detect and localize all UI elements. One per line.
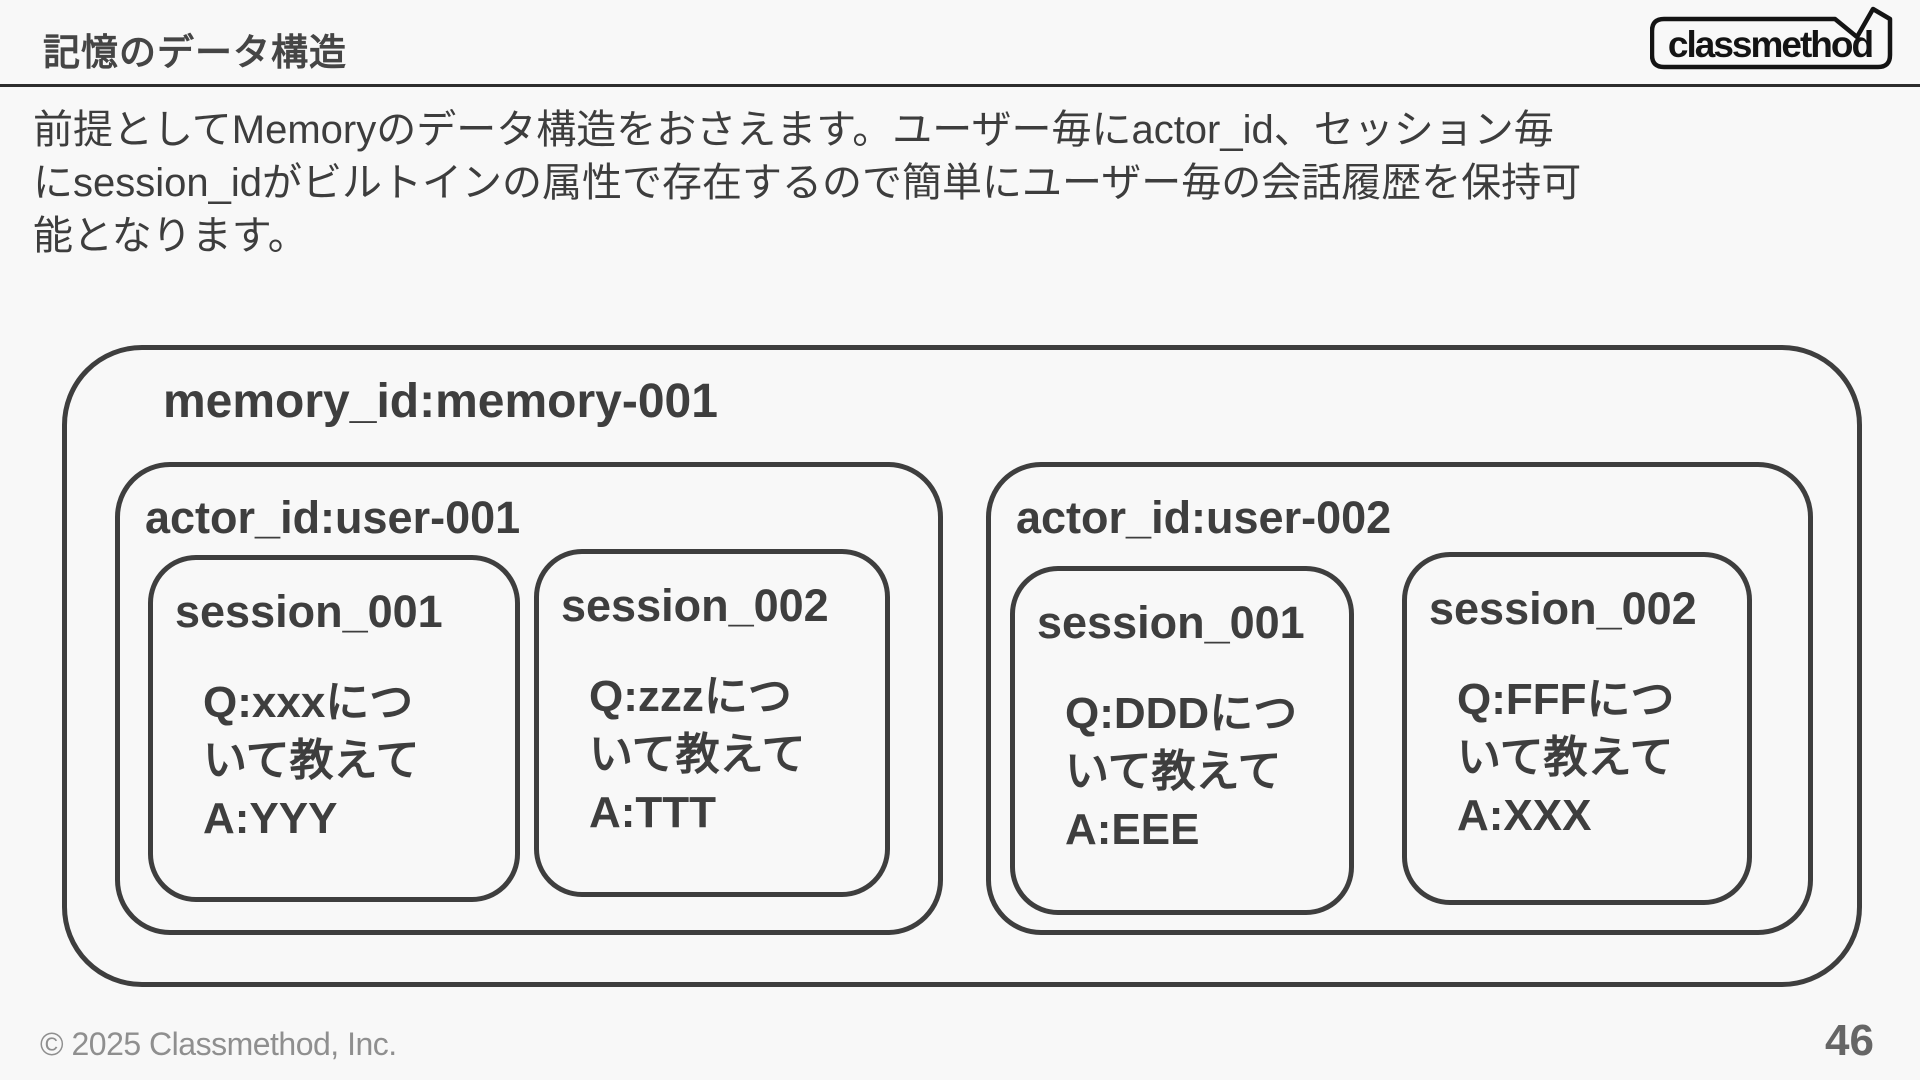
speech-bubble-outline-icon [1650,6,1893,70]
session-line: A:TTT [589,788,717,837]
actor1-session1-box: session_001 Q:xxxにつ いて教えて A:YYY [148,555,520,902]
session-line: Q:FFFにつ [1457,675,1675,724]
session-line: いて教えて [1457,733,1674,782]
intro-line: 前提としてMemoryのデータ構造をおさえます。ユーザー毎にactor_id、セ… [33,108,1554,152]
actor2-box [986,462,1813,935]
session-line: A:EEE [1065,805,1200,854]
classmethod-logo: classmethod [1650,4,1894,70]
session-title: session_001 [1037,597,1305,648]
slide-title: 記憶のデータ構造 [43,32,347,73]
session-line: いて教えて [589,730,806,779]
actor2-label: actor_id:user-002 [1016,492,1392,543]
session-title: session_002 [561,580,829,631]
intro-paragraph: 前提としてMemoryのデータ構造をおさえます。ユーザー毎にactor_id、セ… [33,104,1903,263]
session-line: いて教えて [203,736,420,785]
session-line: Q:DDDにつ [1065,689,1298,738]
session-line: A:XXX [1457,791,1592,840]
session-line: A:YYY [203,794,338,843]
copyright-text: © 2025 Classmethod, Inc. [40,1026,397,1062]
logo-text: classmethod [1667,24,1874,65]
session-title: session_002 [1429,583,1697,634]
session-line: いて教えて [1065,747,1282,796]
session-body: Q:FFFにつ いて教えて A:XXX [1429,671,1729,845]
session-line: Q:zzzにつ [589,672,792,721]
memory-box [62,345,1862,987]
session-body: Q:xxxにつ いて教えて A:YYY [175,674,497,848]
session-body: Q:zzzにつ いて教えて A:TTT [561,668,867,842]
actor1-label: actor_id:user-001 [145,492,521,543]
actor1-box [115,462,943,935]
header-rule [0,84,1920,87]
actor1-session2-box: session_002 Q:zzzにつ いて教えて A:TTT [534,549,890,897]
memory-label: memory_id:memory-001 [163,375,718,428]
actor2-session1-box: session_001 Q:DDDにつ いて教えて A:EEE [1010,566,1354,915]
page-number: 46 [1825,1016,1874,1065]
session-body: Q:DDDにつ いて教えて A:EEE [1037,685,1331,859]
session-line: Q:xxxにつ [203,678,414,727]
session-title: session_001 [175,586,443,637]
intro-line: にsession_idがビルトインの属性で存在するので簡単にユーザー毎の会話履歴… [33,161,1582,205]
actor2-session2-box: session_002 Q:FFFにつ いて教えて A:XXX [1402,552,1752,905]
intro-line: 能となります。 [33,214,308,258]
